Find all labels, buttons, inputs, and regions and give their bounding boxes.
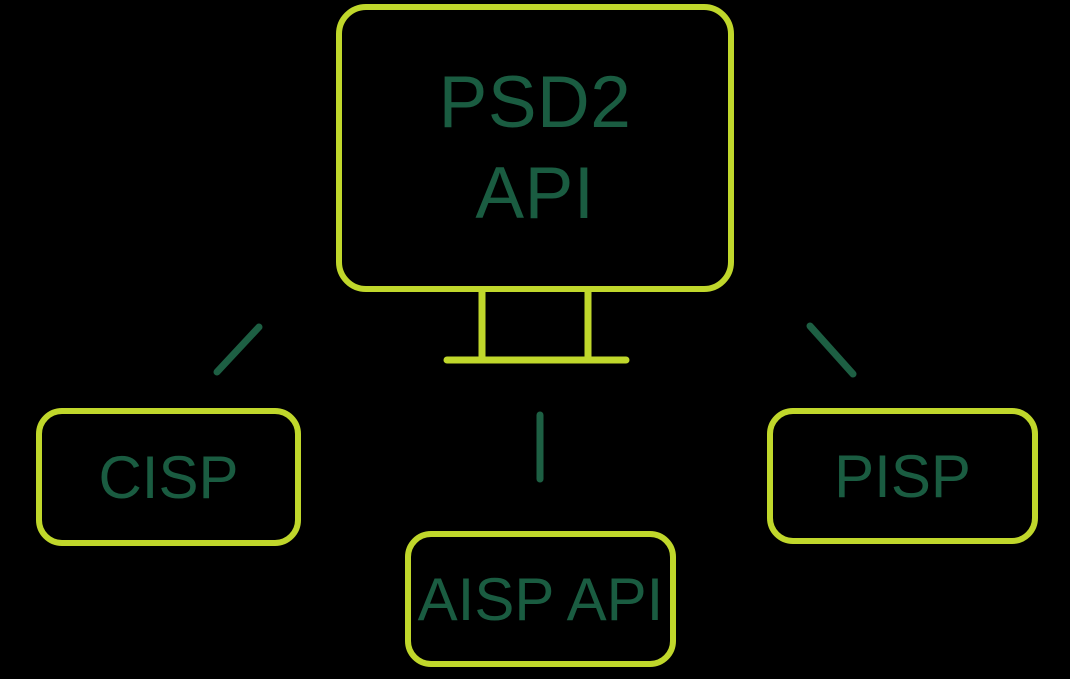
aisp-api-label: AISP API	[417, 565, 664, 633]
aisp-api-node: AISP API	[405, 531, 676, 667]
psd2-api-label-line1: PSD2	[438, 62, 632, 143]
pisp-label: PISP	[834, 442, 971, 510]
pisp-node: PISP	[767, 408, 1038, 544]
cisp-node: CISP	[36, 408, 301, 546]
psd2-api-label-line2: API	[475, 153, 595, 234]
monitor-stand	[443, 291, 630, 364]
cisp-label: CISP	[98, 443, 239, 511]
connector-psd2-pisp	[806, 322, 857, 378]
monitor-icon: PSD2 API	[336, 4, 734, 292]
connector-psd2-cisp	[213, 323, 263, 376]
